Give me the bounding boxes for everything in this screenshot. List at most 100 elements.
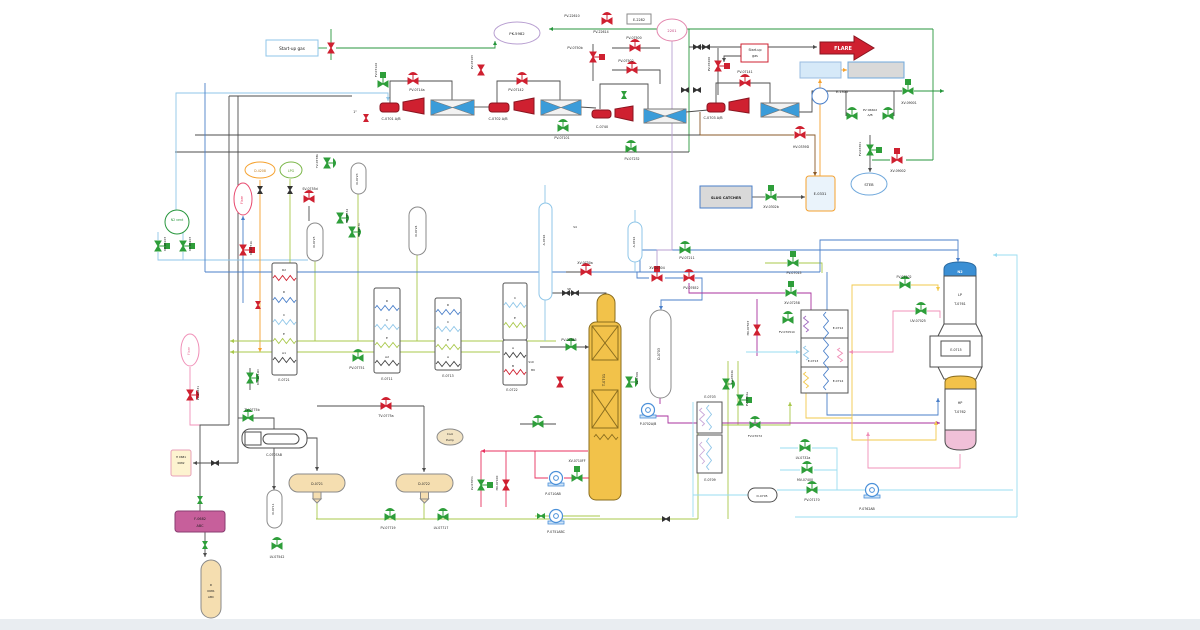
reflux — [534, 451, 548, 479]
arrowhead-icon — [849, 350, 853, 354]
pipe — [927, 310, 941, 318]
label: XV-0710FF — [568, 459, 585, 463]
valve-xv03107 — [154, 240, 170, 252]
coil-icon — [272, 318, 297, 326]
valve-body-icon — [363, 114, 369, 122]
label: MV-07400 — [797, 478, 813, 482]
pipe — [819, 239, 959, 272]
label: FLARE — [834, 46, 852, 52]
arrowhead-icon — [272, 486, 276, 490]
valve-body-icon — [537, 513, 545, 519]
label: E-0709 — [704, 478, 715, 482]
valve — [693, 87, 701, 93]
valve-fv07102 — [899, 276, 911, 289]
compressor-c0702 — [513, 97, 535, 115]
pipe — [812, 447, 838, 490]
pump-p0751abc — [548, 508, 564, 524]
exchanger-e0722 — [502, 339, 528, 386]
label: FV-07719 — [380, 526, 395, 530]
label: ABC — [197, 524, 205, 528]
label: C-0740 — [596, 125, 608, 129]
cooler-fan-icon — [561, 100, 581, 115]
slug-catcher — [699, 185, 753, 209]
valve — [197, 496, 203, 504]
valve-body-icon — [255, 301, 261, 309]
label: PV 06602 — [863, 108, 877, 112]
valve-pv07200 — [714, 60, 730, 72]
cooler-x-icon — [643, 108, 687, 124]
vessel-d0725 — [306, 222, 324, 262]
label: FV-07072 — [748, 434, 762, 438]
cool-pump — [436, 428, 464, 446]
arrowhead-icon — [788, 402, 792, 406]
label: FV-07051C — [779, 330, 795, 334]
valve-fv07232 — [625, 140, 637, 153]
vessel-d0721-nozzle — [311, 498, 323, 504]
valve-pv0714a — [407, 72, 419, 85]
antisurge-1 — [389, 80, 453, 104]
valve-xv07532 — [336, 212, 349, 224]
vessel-d0711 — [266, 489, 283, 529]
arrowhead-icon — [796, 350, 800, 354]
label: C — [514, 296, 516, 300]
label: XV-07532 — [345, 209, 349, 224]
coldbox-e0717 — [502, 282, 528, 341]
pk5982-bubble — [493, 21, 541, 45]
valve-pv06602b — [882, 107, 894, 120]
valve-body-icon — [287, 186, 293, 194]
valve-body-icon — [693, 87, 701, 93]
label: PV-07101 — [554, 136, 569, 140]
label: Pump — [446, 438, 454, 442]
valve-actuator-icon — [916, 302, 926, 305]
label: PV-06831 — [196, 386, 200, 400]
label: XV-0302b — [763, 205, 778, 209]
label: Cool — [447, 432, 453, 436]
valve-body-icon — [693, 44, 701, 50]
valve-solenoid-icon — [790, 251, 796, 257]
label: Start-up — [749, 48, 762, 52]
coil-icon — [503, 321, 527, 329]
valve-pv07105 — [477, 64, 485, 76]
label: XV-03207 — [188, 237, 192, 252]
arrowhead-icon — [936, 398, 940, 402]
coil-icon — [435, 343, 461, 351]
pump-p0702ab — [640, 402, 656, 418]
valve-solenoid-icon — [905, 79, 911, 85]
label: S19 — [528, 360, 534, 364]
pump-p0702ab-impeller-icon — [645, 407, 651, 413]
label: T-0762 — [953, 410, 966, 414]
label: E-0703 — [704, 395, 715, 399]
column-t0761 — [943, 275, 977, 325]
label: D — [386, 299, 389, 303]
valve-pv06602a — [846, 107, 858, 120]
pipe — [799, 262, 823, 273]
valve-fv07072 — [749, 416, 761, 429]
coil-icon — [435, 325, 461, 333]
valve-pv07101 — [557, 119, 569, 132]
valve-actuator-icon — [635, 377, 638, 387]
valve-body-icon — [477, 64, 485, 76]
pipe — [826, 393, 939, 416]
valve-solenoid-icon — [164, 243, 170, 249]
label: A1 — [282, 351, 286, 355]
valve — [621, 91, 627, 99]
label: D-4208 — [254, 169, 266, 173]
label: STEB — [864, 183, 874, 187]
valve-solenoid-icon — [894, 148, 900, 154]
valve-actuator-icon — [602, 12, 612, 15]
label: 1" — [353, 110, 357, 114]
valve — [693, 44, 701, 50]
label: B — [512, 364, 514, 368]
valve-actuator-icon — [750, 416, 760, 419]
valve-pv07500 — [629, 39, 641, 52]
label: PV-22610 — [564, 14, 579, 18]
arrowhead-icon — [813, 45, 817, 49]
vessel-d0721-nozzle — [312, 491, 322, 500]
arrowhead-icon — [813, 172, 817, 176]
valve-solenoid-icon — [654, 266, 660, 272]
t0761-taper — [937, 323, 983, 337]
cooler-x-icon — [540, 99, 582, 116]
valve-body-icon — [556, 376, 564, 388]
arrowhead-icon — [818, 79, 822, 83]
